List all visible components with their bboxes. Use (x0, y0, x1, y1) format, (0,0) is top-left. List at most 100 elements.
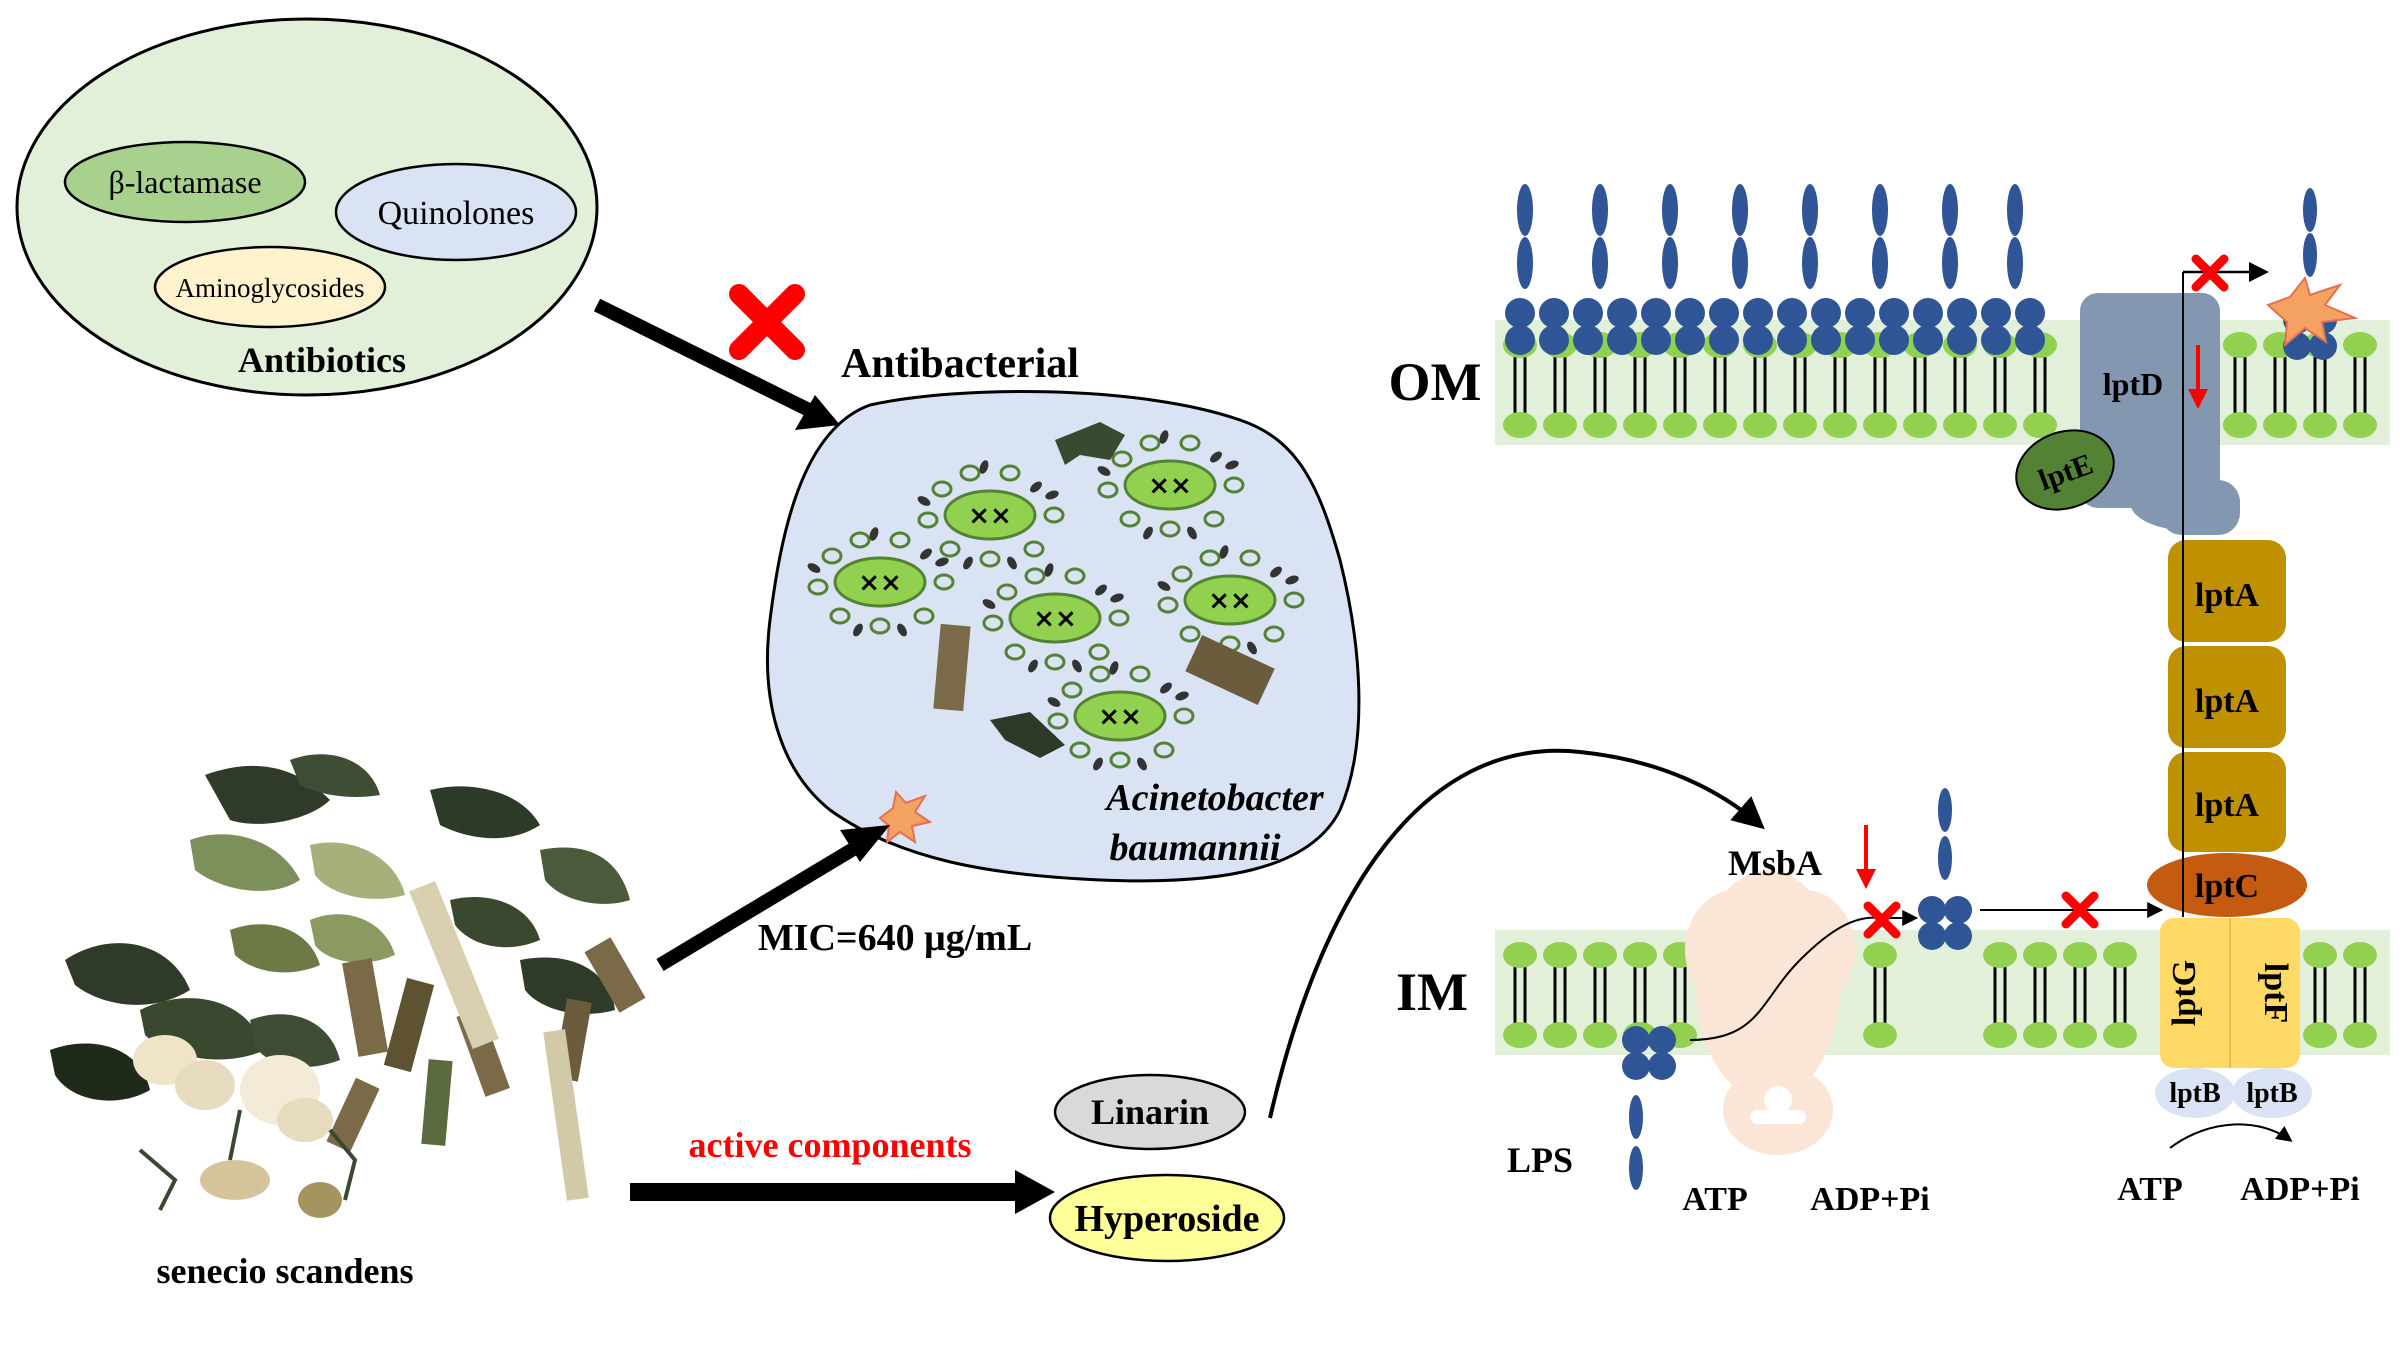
lipid-head (1623, 942, 1657, 968)
active-components-arrow-head (1015, 1170, 1055, 1214)
lps-tail (1942, 237, 1958, 289)
lipid-head (1503, 412, 1537, 438)
lipid-head (2223, 412, 2257, 438)
lps-core (1709, 298, 1739, 328)
adp-label: ADP+Pi (1810, 1181, 1929, 1218)
lipid-head (2063, 942, 2097, 968)
lipid-head (2023, 412, 2057, 438)
lipid-head (2223, 332, 2257, 358)
linarin-ellipse (1053, 1073, 1247, 1151)
lipid-head (1863, 942, 1897, 968)
lps-core (1573, 325, 1603, 355)
active-components-label: active components (689, 1125, 972, 1165)
outer-membrane (1495, 320, 2390, 445)
atp-hydrolysis-arrow (2169, 1123, 2293, 1149)
adp-label: ADP+Pi (2240, 1171, 2359, 1208)
lps-core (1505, 298, 1535, 328)
lps-core (1641, 325, 1671, 355)
compound-to-msba-arrow (1268, 748, 1765, 1119)
quinolones-label: Quinolones (378, 195, 535, 232)
lps-core (1505, 325, 1535, 355)
lptd-protein (2080, 293, 2240, 535)
lps-core (1641, 298, 1671, 328)
lps-core (1539, 325, 1569, 355)
lipid-head (1983, 412, 2017, 438)
lps-tail (1872, 184, 1888, 236)
lipid-head (1903, 412, 1937, 438)
lps-core (1675, 325, 1705, 355)
lptd-label: lptD (2103, 366, 2163, 402)
hyperoside-label: Hyperoside (1074, 1198, 1259, 1240)
lipid-head (1663, 412, 1697, 438)
lps-tail (1802, 237, 1818, 289)
lps-core (1607, 325, 1637, 355)
lps-core (1539, 298, 1569, 328)
lipid-head (1743, 412, 1777, 438)
atp-label: ATP (2117, 1171, 2182, 1208)
antibiotics-arrow (593, 298, 819, 420)
lipid-head (1863, 1022, 1897, 1048)
lps-core (2015, 298, 2045, 328)
lps-tail (1802, 184, 1818, 236)
msba-label: MsbA (1728, 843, 1822, 883)
lipid-head (2343, 1022, 2377, 1048)
lipid-head (1703, 412, 1737, 438)
bacterium-name-line2: baumannii (1109, 827, 1281, 869)
lps-tail (2007, 184, 2023, 236)
lps-tail (1517, 184, 1533, 236)
lps-core (1811, 325, 1841, 355)
lps-core (1913, 298, 1943, 328)
lptc-label: lptC (2195, 868, 2259, 905)
mic-label: MIC=640 μg/mL (758, 917, 1032, 959)
lipid-head (2343, 332, 2377, 358)
beta-lactamase-ellipse (63, 140, 307, 224)
lps-core (1913, 325, 1943, 355)
senecio-plant-image (50, 754, 646, 1218)
lpte-protein (2015, 429, 2115, 511)
lptb-protein (2155, 1068, 2235, 1118)
lps-icon (2303, 188, 2317, 277)
lipid-head (1543, 942, 1577, 968)
lpta-label: lptA (2195, 683, 2260, 720)
lptf-label: lptF (2257, 963, 2294, 1023)
im-lps-top (1918, 788, 1972, 950)
lps-flip-path (1689, 916, 1881, 1041)
lps-core (1573, 298, 1603, 328)
lps-tail (1592, 237, 1608, 289)
bacterium-name-line1: Acinetobacter (1104, 777, 1325, 819)
lipid-head (2343, 942, 2377, 968)
lps-core (1981, 298, 2011, 328)
lps-core (1743, 325, 1773, 355)
lipid-head (1583, 942, 1617, 968)
antibacterial-label: Antibacterial (841, 341, 1079, 387)
lipid-head (2023, 1022, 2057, 1048)
lpta-label: lptA (2195, 787, 2260, 824)
lps-tail (1942, 184, 1958, 236)
lipid-head (1863, 412, 1897, 438)
lpta-bridge (2168, 540, 2286, 852)
lptc-protein (2147, 853, 2307, 917)
lps-core (1845, 325, 1875, 355)
lps-core (1811, 298, 1841, 328)
stem-fragment-icon (1185, 634, 1275, 706)
lipid-head (1983, 942, 2017, 968)
inner-membrane-label: IM (1396, 962, 1468, 1022)
lps-core (1981, 325, 2011, 355)
lps-core (1845, 298, 1875, 328)
lipid-head (1783, 412, 1817, 438)
lipid-head (1583, 412, 1617, 438)
lipid-head (1583, 1022, 1617, 1048)
lipid-head (1543, 1022, 1577, 1048)
lps-core (2015, 325, 2045, 355)
lptg-label: lptG (2166, 960, 2203, 1026)
beta-lactamase-label: β-lactamase (108, 164, 261, 200)
lps-core (1743, 298, 1773, 328)
lps-label: LPS (1507, 1140, 1573, 1180)
plant-fragment-icon (990, 712, 1065, 758)
lptb-label: lptB (2169, 1078, 2220, 1109)
impact-burst-icon (878, 789, 933, 845)
lipid-head (2303, 412, 2337, 438)
antibiotics-label: Antibiotics (238, 340, 406, 380)
lps-core (1947, 325, 1977, 355)
